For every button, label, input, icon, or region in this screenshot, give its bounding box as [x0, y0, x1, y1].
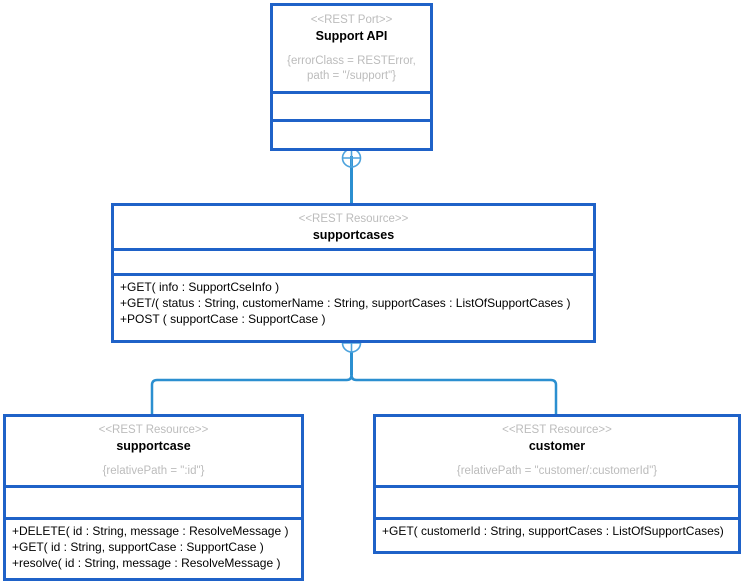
constraint-label: {relativePath = "customer/:customerId"}: [456, 465, 658, 477]
uml-node-support-api[interactable]: <<REST Port>> Support API {errorClass = …: [270, 3, 433, 151]
uml-node-supportcases[interactable]: <<REST Resource>> supportcases +GET( inf…: [111, 203, 596, 343]
operations-compartment: +DELETE( id : String, message : ResolveM…: [6, 517, 301, 578]
constraint-label: {errorClass = RESTError, path = "/suppor…: [287, 55, 416, 82]
stereotype-label: <<REST Resource>>: [502, 424, 612, 436]
uml-node-supportcase[interactable]: <<REST Resource>> supportcase {relativeP…: [3, 414, 304, 581]
connector-branch-right: [350, 374, 558, 414]
operation-item: +GET/( status : String, customerName : S…: [120, 296, 571, 310]
operation-item: +resolve( id : String, message : Resolve…: [12, 556, 281, 570]
classifier-name-label: customer: [528, 439, 586, 453]
node-header-customer: <<REST Resource>> customer {relativePath…: [376, 417, 738, 485]
operations-compartment: [273, 119, 430, 148]
operation-item: +GET( id : String, supportCase : Support…: [12, 540, 264, 554]
classifier-name-label: supportcase: [116, 439, 191, 453]
node-header-supportcase: <<REST Resource>> supportcase {relativeP…: [6, 417, 301, 485]
attributes-compartment: [273, 91, 430, 119]
attributes-compartment: [376, 485, 738, 517]
connector-supportcases-to-children[interactable]: [150, 333, 558, 414]
operation-item: +GET( customerId : String, supportCases …: [382, 524, 724, 538]
node-header-support-api: <<REST Port>> Support API {errorClass = …: [273, 6, 430, 91]
attributes-compartment: [114, 248, 593, 273]
operations-compartment: +GET( customerId : String, supportCases …: [376, 517, 738, 551]
operation-item: +DELETE( id : String, message : ResolveM…: [12, 524, 289, 538]
attributes-compartment: [6, 485, 301, 517]
connector-support-api-to-supportcases[interactable]: [341, 148, 362, 203]
constraint-label: {relativePath = ":id"}: [102, 465, 205, 477]
classifier-name-label: Support API: [315, 29, 388, 43]
operation-item: +POST ( supportCase : SupportCase ): [120, 312, 326, 326]
operations-compartment: +GET( info : SupportCseInfo ) +GET/( sta…: [114, 273, 593, 340]
uml-node-customer[interactable]: <<REST Resource>> customer {relativePath…: [373, 414, 741, 554]
stereotype-label: <<REST Resource>>: [298, 212, 409, 225]
node-header-supportcases: <<REST Resource>> supportcases: [114, 206, 593, 248]
operation-item: +GET( info : SupportCseInfo ): [120, 280, 280, 294]
classifier-name-label: supportcases: [312, 227, 395, 242]
stereotype-label: <<REST Resource>>: [98, 424, 209, 436]
connector-branch-left: [150, 374, 353, 414]
stereotype-label: <<REST Port>>: [310, 14, 393, 26]
